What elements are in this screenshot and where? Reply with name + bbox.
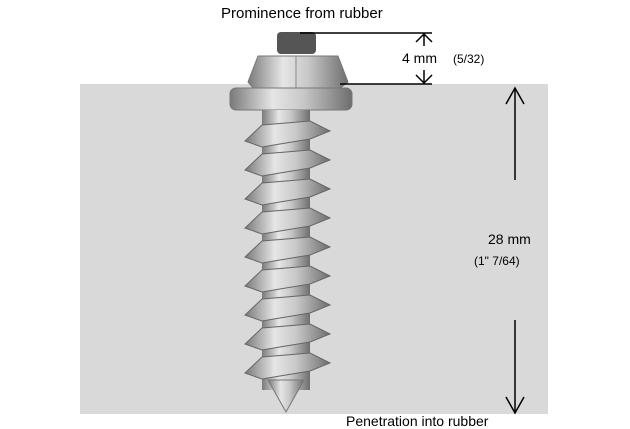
arrow-up-icon [415,32,433,43]
thread-ridge [244,236,332,264]
prominence-inch: (5/32) [453,52,485,66]
thread-ridge [244,323,332,351]
thread-ridge [244,178,332,206]
thread-ridge [244,207,332,235]
thread-ridge [244,120,332,148]
arrow-down-icon [505,396,525,415]
prominence-mm: 4 mm [402,50,437,66]
length-mm: 28 mm [488,231,531,247]
thread-ridge [244,352,332,380]
prominence-title: Prominence from rubber [221,5,383,22]
dimension-lines [300,32,525,415]
stud-diagram [229,32,525,415]
thread-ridge [244,265,332,293]
arrow-up-icon [505,86,525,105]
thread-ridge [244,294,332,322]
penetration-label: Penetration into rubber [346,413,489,429]
thread-ridge [244,149,332,177]
length-inch: (1" 7/64) [474,254,520,268]
flange [229,87,353,111]
screw-stud [229,32,353,414]
arrow-down-icon [415,74,433,85]
carbide-pin [277,32,316,54]
tip [267,379,305,414]
